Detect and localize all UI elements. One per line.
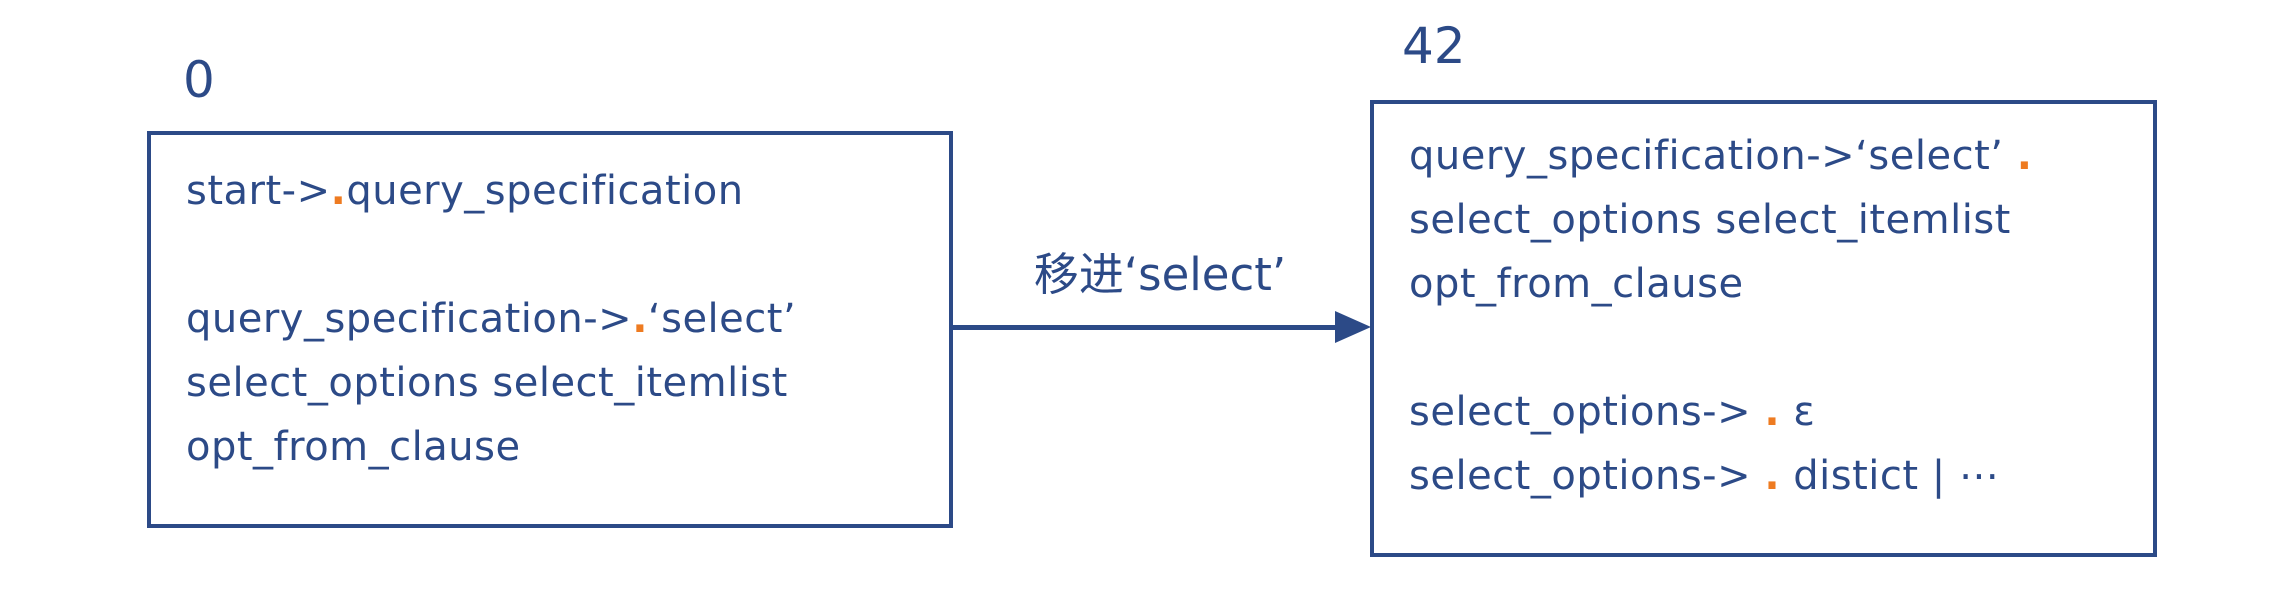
grammar-item-line: query_specification->‘select’ .: [1409, 124, 2137, 188]
parser-dot: .: [632, 296, 648, 342]
grammar-text: distict | ⋯: [1780, 453, 2000, 499]
grammar-text: opt_from_clause: [1409, 261, 1744, 307]
grammar-text: opt_from_clause: [186, 424, 521, 470]
grammar-item-line: [186, 223, 933, 287]
grammar-item-line: start->.query_specification: [186, 159, 933, 223]
parser-dot: .: [1764, 389, 1781, 435]
state-0-label: 0: [183, 51, 215, 109]
grammar-text: select_options->: [1409, 453, 1765, 499]
grammar-text: select_options select_itemlist: [186, 360, 788, 406]
grammar-text: query_specification->‘select’: [1409, 133, 2017, 179]
grammar-item-line: select_options-> . ε: [1409, 380, 2137, 444]
grammar-text: query_specification->: [186, 296, 633, 342]
grammar-item-line: opt_from_clause: [186, 415, 933, 479]
grammar-text: select_options select_itemlist: [1409, 197, 2011, 243]
grammar-item-line: select_options select_itemlist: [1409, 188, 2137, 252]
transition-label: 移进‘select’: [1033, 248, 1287, 301]
grammar-item-line: query_specification->.‘select’: [186, 287, 933, 351]
grammar-item-line: select_options-> . distict | ⋯: [1409, 444, 2137, 508]
parser-dot: .: [330, 168, 347, 214]
parser-dot: .: [1764, 453, 1781, 499]
grammar-item-line: opt_from_clause: [1409, 252, 2137, 316]
transition-arrow-line: [953, 325, 1340, 330]
state-0-items: start->.query_specification query_specif…: [186, 159, 933, 479]
grammar-item-line: select_options select_itemlist: [186, 351, 933, 415]
grammar-text: ε: [1780, 389, 1816, 435]
grammar-text: ‘select’: [647, 296, 797, 342]
state-42-items: query_specification->‘select’ .select_op…: [1409, 124, 2137, 508]
state-42-box: query_specification->‘select’ .select_op…: [1370, 100, 2157, 557]
grammar-item-line: [1409, 316, 2137, 380]
grammar-text: query_specification: [346, 168, 744, 214]
state-42-label: 42: [1402, 17, 1466, 75]
transition-arrow-head-icon: [1335, 311, 1371, 343]
grammar-text: start->: [186, 168, 331, 214]
grammar-text: select_options->: [1409, 389, 1765, 435]
parser-dot: .: [2016, 133, 2033, 179]
state-0-box: start->.query_specification query_specif…: [147, 131, 953, 528]
